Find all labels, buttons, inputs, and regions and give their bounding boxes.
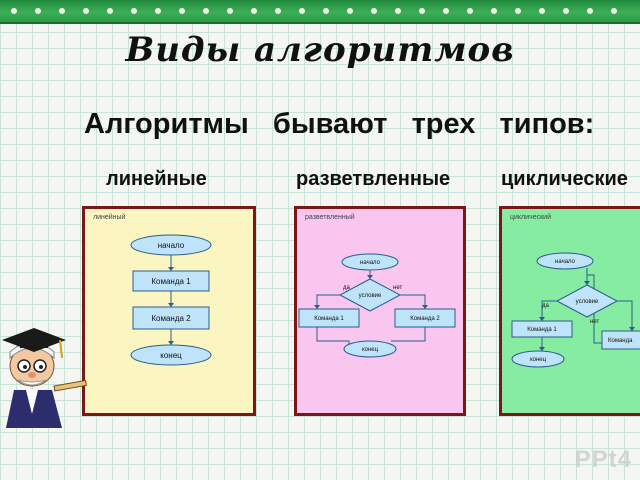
branching-flowchart: начало условие да нет Команда 1 Команда …: [298, 253, 456, 358]
cyclic-caption: циклический: [510, 214, 551, 221]
cyclic-command1-node: Команда 1: [511, 320, 573, 338]
cyclic-condition-node: условие: [555, 284, 619, 318]
header-band: [0, 0, 640, 24]
cyclic-condition-label: условие: [576, 299, 599, 305]
linear-start-label: начало: [158, 241, 185, 250]
branching-flowchart-card: разветвленный начало условие да нет Кома…: [294, 206, 466, 416]
branching-yes-label: да: [343, 285, 351, 291]
branching-end-label: конец: [362, 347, 379, 353]
type-label-branching: разветвленные: [296, 168, 451, 190]
page-title: Виды алгоритмов: [125, 30, 515, 70]
cyclic-command2-node: Команда: [601, 330, 640, 350]
cyclic-start-label: начало: [555, 259, 576, 265]
cyclic-command2-label: Команда: [608, 338, 633, 344]
cyclic-flowchart-card: циклический начало условие да нет Команд…: [499, 206, 640, 416]
branching-command1-node: Команда 1: [298, 308, 360, 328]
watermark: PPt4: [574, 446, 632, 473]
cyclic-start-node: начало: [536, 252, 594, 270]
header-dots-decoration: [11, 8, 617, 14]
branching-caption: разветвленный: [305, 214, 355, 221]
cyclic-end-label: конец: [530, 357, 547, 363]
branching-start-label: начало: [360, 260, 381, 266]
linear-start-node: начало: [130, 234, 212, 256]
cyclic-yes-label: да: [542, 303, 550, 309]
linear-end-label: конец: [160, 351, 182, 360]
linear-command1-node: Команда 1: [132, 270, 210, 292]
linear-flowchart: начало Команда 1 Команда 2 конец: [130, 234, 212, 366]
linear-end-node: конец: [130, 344, 212, 366]
type-label-linear: линейные: [106, 168, 207, 190]
type-label-cyclic: циклические: [501, 168, 628, 190]
linear-command2-node: Команда 2: [132, 306, 210, 330]
subtitle: Алгоритмы бывают трех типов:: [84, 108, 595, 140]
professor-mascot-illustration: [2, 328, 87, 428]
branching-no-label: нет: [393, 285, 402, 291]
linear-command2-label: Команда 2: [151, 314, 191, 323]
branching-command2-node: Команда 2: [394, 308, 456, 328]
branching-command2-label: Команда 2: [410, 316, 440, 322]
branching-condition-node: условие: [338, 278, 402, 312]
linear-flowchart-card: линейный начало Команда 1 Команда 2 коне…: [82, 206, 256, 416]
branching-start-node: начало: [341, 253, 399, 271]
branching-command1-label: Команда 1: [314, 316, 344, 322]
linear-command1-label: Команда 1: [151, 277, 191, 286]
branching-condition-label: условие: [359, 293, 382, 299]
linear-caption: линейный: [93, 214, 126, 221]
cyclic-end-node: конец: [511, 350, 565, 368]
branching-end-node: конец: [343, 340, 397, 358]
cyclic-command1-label: Команда 1: [527, 327, 557, 333]
cyclic-flowchart: начало условие да нет Команда 1 Команда …: [511, 252, 640, 368]
cyclic-no-label: нет: [590, 319, 599, 325]
